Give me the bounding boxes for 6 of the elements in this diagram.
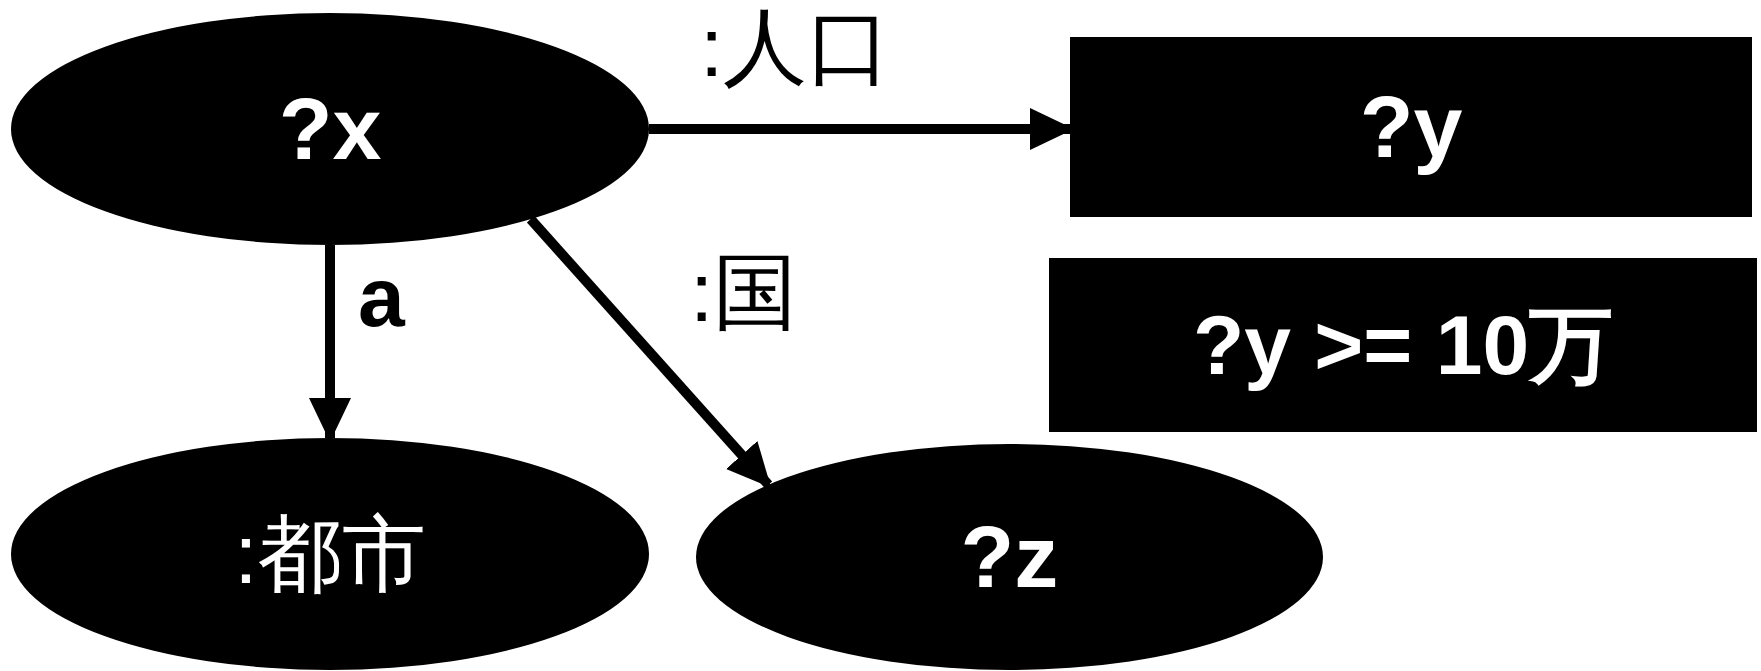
rect-node <box>1070 37 1752 217</box>
rect-node <box>1049 258 1757 432</box>
node-label: ?x <box>278 85 382 173</box>
node-label: ?z <box>960 513 1059 601</box>
arrow <box>526 215 773 489</box>
node-label: :都市 <box>234 512 426 596</box>
